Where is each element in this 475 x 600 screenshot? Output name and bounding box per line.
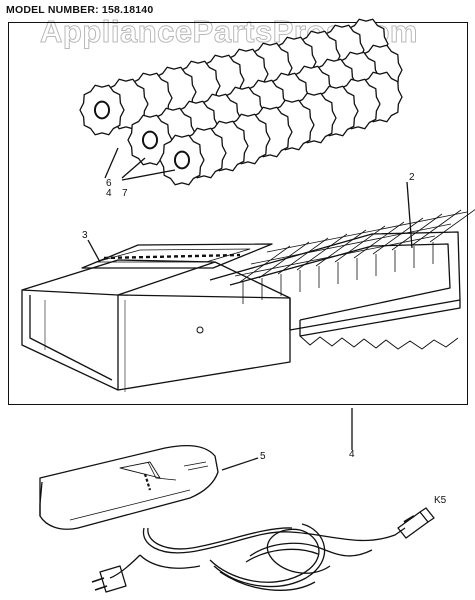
cam-stack	[79, 18, 403, 186]
cam-storage-box	[21, 243, 291, 392]
callout-4: 4	[106, 188, 112, 199]
tray-divider	[239, 245, 291, 304]
tray-divider	[353, 221, 405, 280]
tray-divider	[391, 213, 443, 272]
tray-divider	[296, 233, 348, 292]
tray-divider	[277, 237, 329, 296]
cam-hub	[93, 100, 111, 120]
parts-frame	[8, 22, 468, 405]
cam-hub	[141, 130, 159, 150]
callout-5: 5	[260, 451, 266, 462]
tray-row-line	[266, 211, 468, 253]
cam-tray	[209, 209, 475, 350]
tray-divider	[372, 217, 424, 276]
tray-divider	[258, 241, 310, 300]
tray-divider	[429, 209, 475, 264]
tray-row-line	[234, 235, 436, 277]
power-cord	[109, 523, 406, 591]
leader-line-3	[87, 239, 101, 263]
callout-6: 6	[106, 178, 112, 189]
leader-line-2	[406, 181, 413, 249]
callout-3: 3	[82, 230, 88, 241]
foot-control	[39, 444, 219, 530]
tray-row-line	[250, 223, 452, 265]
callout-2: 2	[409, 172, 415, 183]
motor-connector	[397, 507, 435, 539]
model-number-label: MODEL NUMBER: 158.18140	[6, 4, 154, 16]
plug	[91, 565, 127, 593]
tray-divider	[315, 229, 367, 288]
callout-4-lower: 4	[349, 449, 355, 460]
callout-k5: K5	[434, 495, 447, 506]
callout-7: 7	[122, 188, 128, 199]
tray-divider	[410, 209, 462, 268]
leader-line-5	[221, 457, 259, 471]
cam-hub	[173, 150, 191, 170]
tray-divider	[334, 225, 386, 284]
cam-leader-lines	[104, 147, 176, 181]
